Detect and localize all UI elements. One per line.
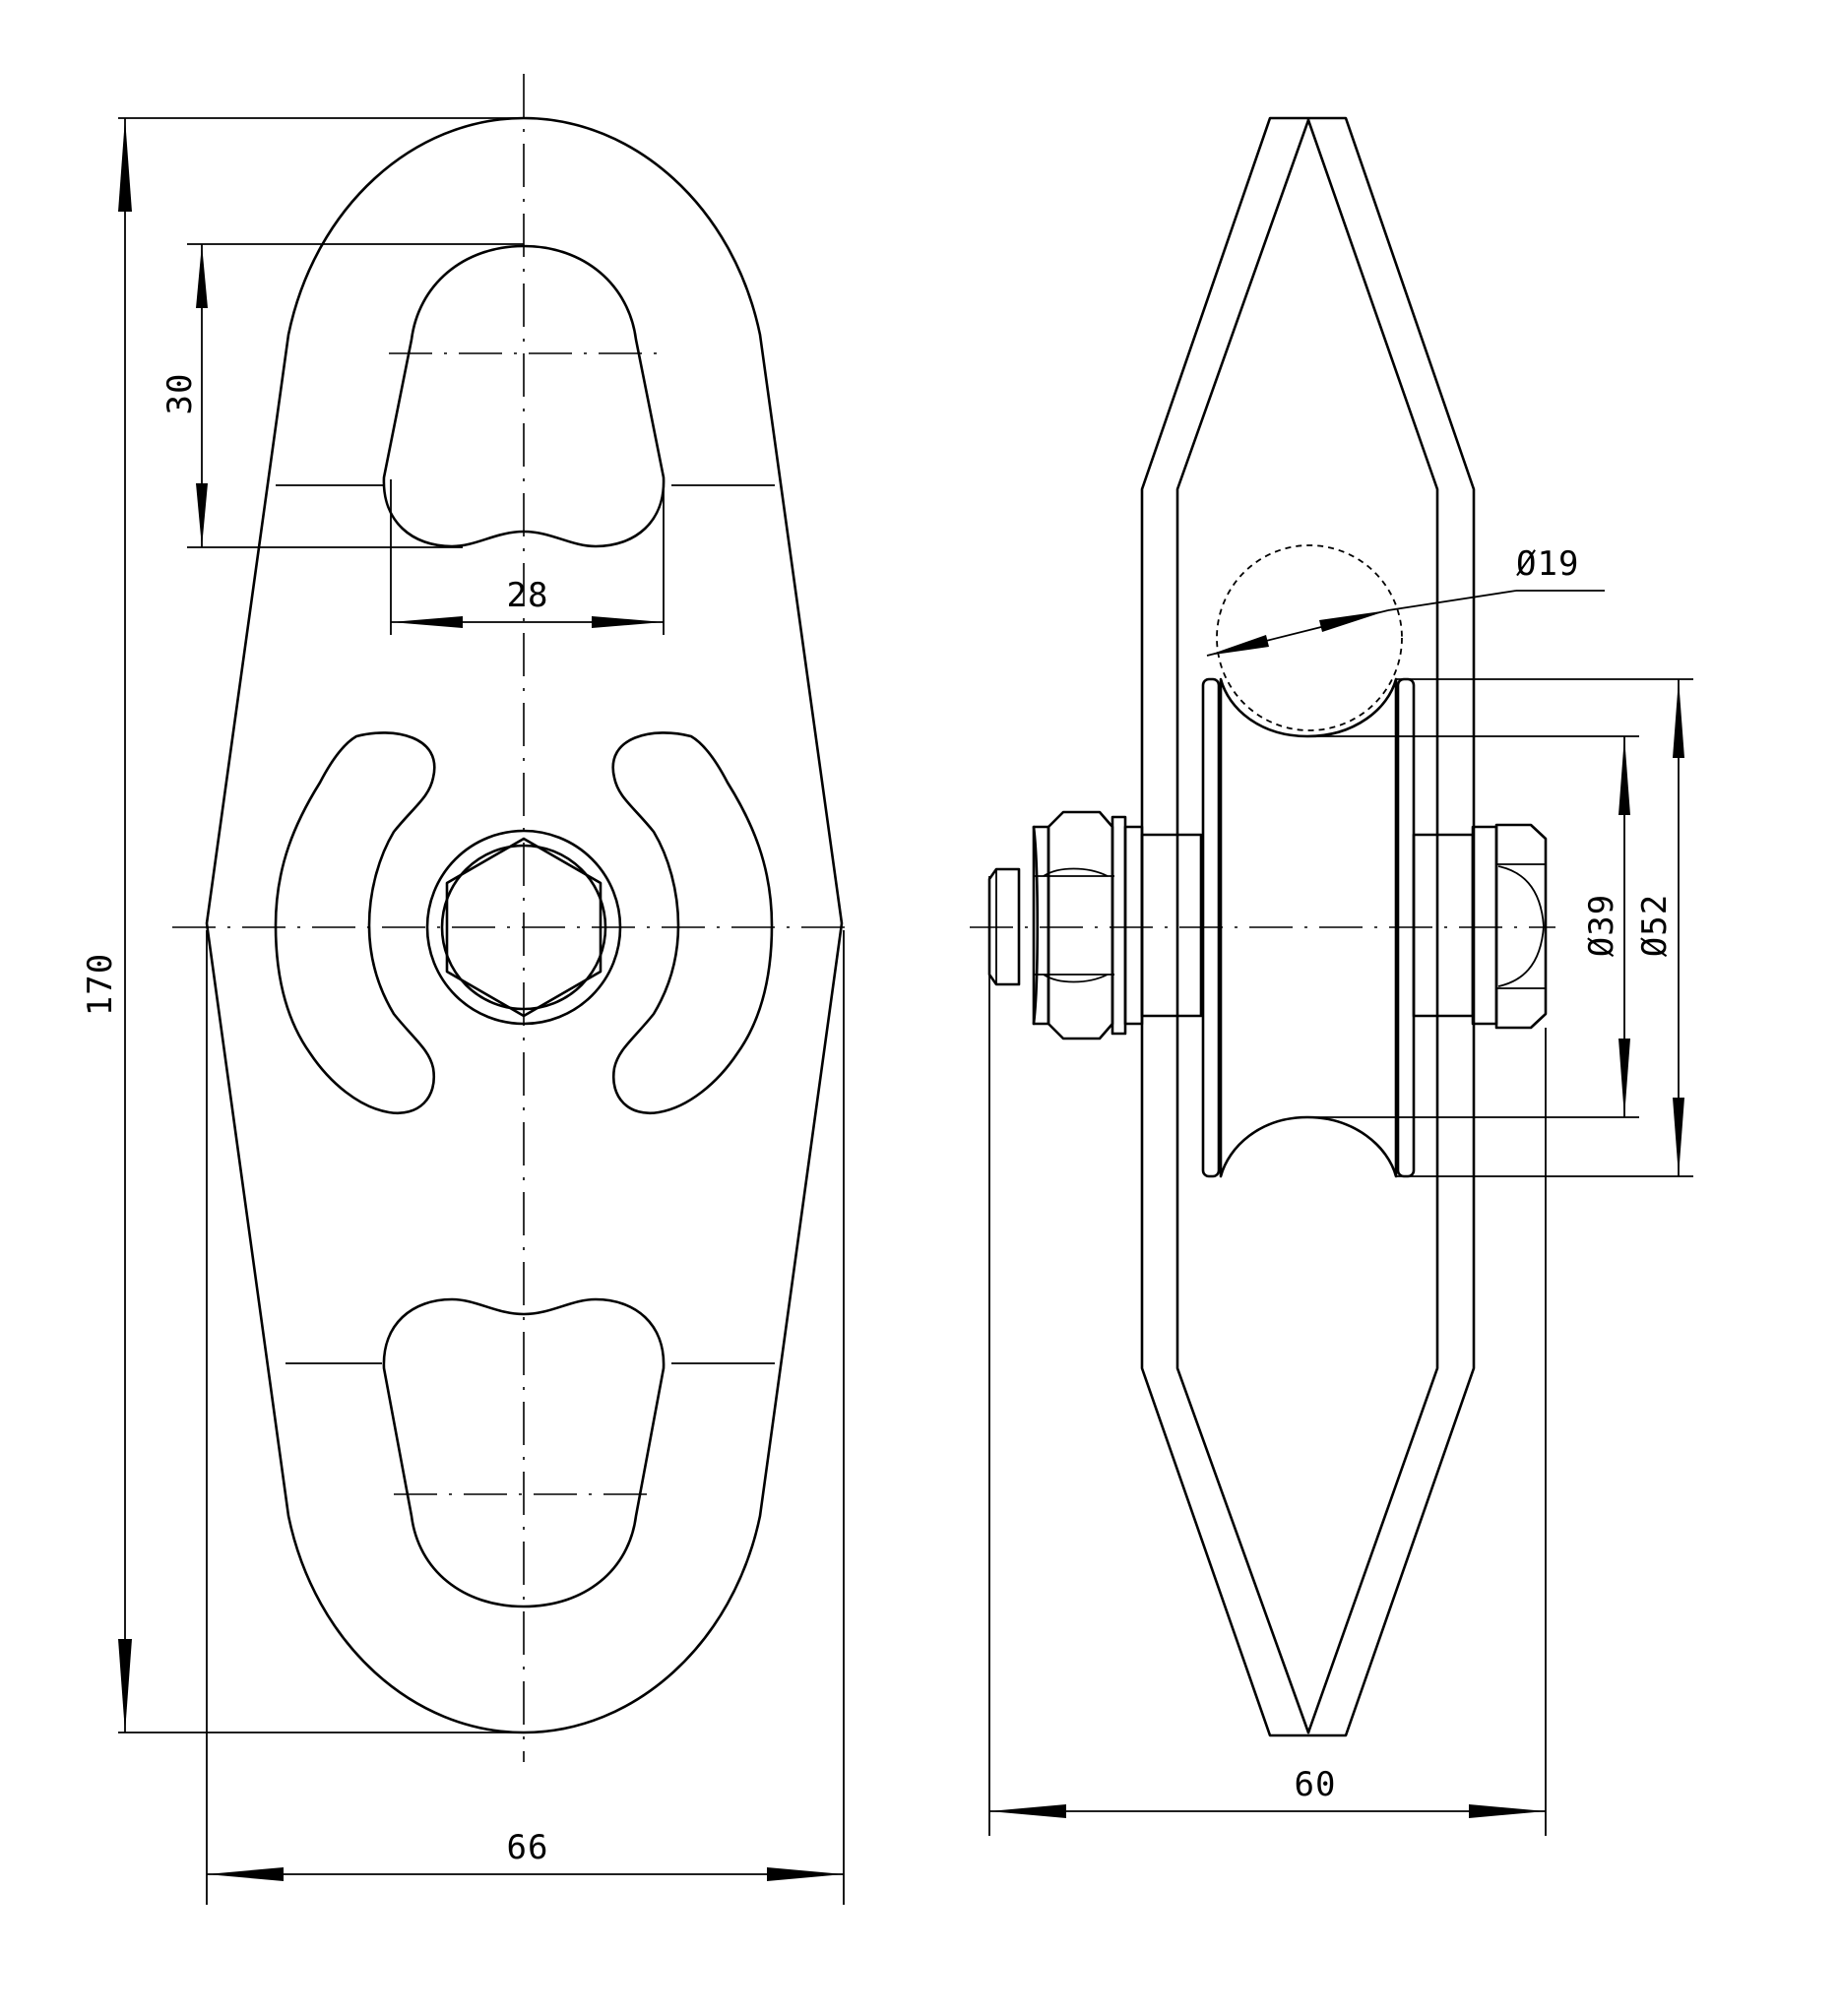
bottom-slot — [382, 1297, 666, 1608]
dim-sheave-52: Ø52 — [1635, 894, 1675, 957]
dim-sheave-39: Ø39 — [1582, 894, 1621, 957]
top-slot — [382, 244, 666, 548]
rope-section — [1216, 544, 1403, 731]
side-view: Ø19 Ø39 Ø52 60 — [970, 116, 1693, 1836]
left-kidney-slot — [274, 731, 436, 1115]
hex-nut-right — [1494, 823, 1548, 1030]
dim-width-66: 66 — [507, 1828, 549, 1867]
side-plates-outer — [1140, 116, 1476, 1737]
dim-slot-height-30: 30 — [160, 373, 200, 415]
dim-rope-19: Ø19 — [1516, 544, 1579, 584]
dim-slot-width-28: 28 — [507, 576, 549, 615]
plate-outline — [205, 116, 844, 1734]
dim-width-60: 60 — [1295, 1765, 1337, 1804]
hex-nut-left — [1047, 810, 1114, 1040]
sheave — [1219, 677, 1398, 1178]
dim-height-170: 170 — [81, 953, 120, 1016]
right-kidney-slot — [611, 731, 774, 1115]
front-view: 170 30 28 66 — [81, 74, 857, 1905]
